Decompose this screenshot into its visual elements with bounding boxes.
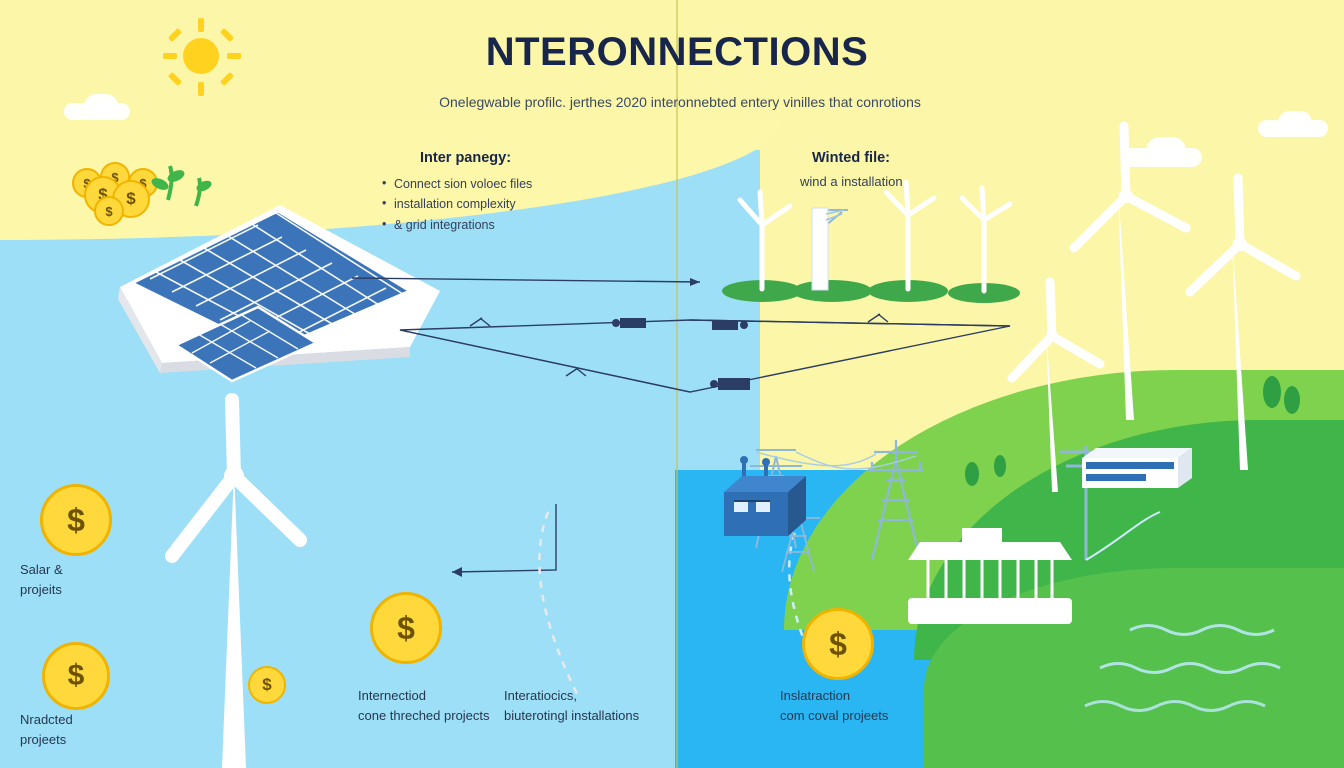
center-divider (676, 0, 678, 768)
legend-item-installation-coval: Inslatraction com coval projeets (780, 688, 889, 723)
dollar-coin-icon: $ (248, 666, 286, 704)
column-heading-solar: Inter panegy: (420, 150, 512, 166)
legend-item-solar-projects: Salar & projeits (20, 562, 63, 597)
column-heading-wind: Winted file: (812, 150, 891, 166)
bullet-item: installation complexity (382, 193, 642, 214)
water-left-region (0, 150, 760, 768)
dollar-coin-icon: $ (94, 196, 124, 226)
solar-panel-icon (118, 205, 440, 383)
legend-item-interconnected-projects: Internectiod cone threched projects (358, 688, 490, 723)
legend-item-interactiocics: Interatiocics, biuterotingl installation… (504, 688, 640, 723)
column-bullets-solar: Connect sion voloec files installation c… (382, 173, 642, 235)
dollar-coin-icon: $ (802, 608, 874, 680)
column-subtext-wind: wind a installation (800, 174, 903, 189)
bullet-item: & grid integrations (382, 213, 642, 235)
page-title: NTERONNECTIONS (485, 30, 869, 74)
page-subtitle: Onelegwable profilc. jerthes 2020 intero… (439, 94, 921, 110)
dollar-coin-icon: $ (370, 592, 442, 664)
dollar-coin-icon: $ (42, 642, 110, 710)
legend-item-nradcted-projects: Nradcted projeets (20, 712, 73, 747)
dollar-coin-icon: $ (40, 484, 112, 556)
bullet-item: Connect sion voloec files (382, 173, 642, 194)
